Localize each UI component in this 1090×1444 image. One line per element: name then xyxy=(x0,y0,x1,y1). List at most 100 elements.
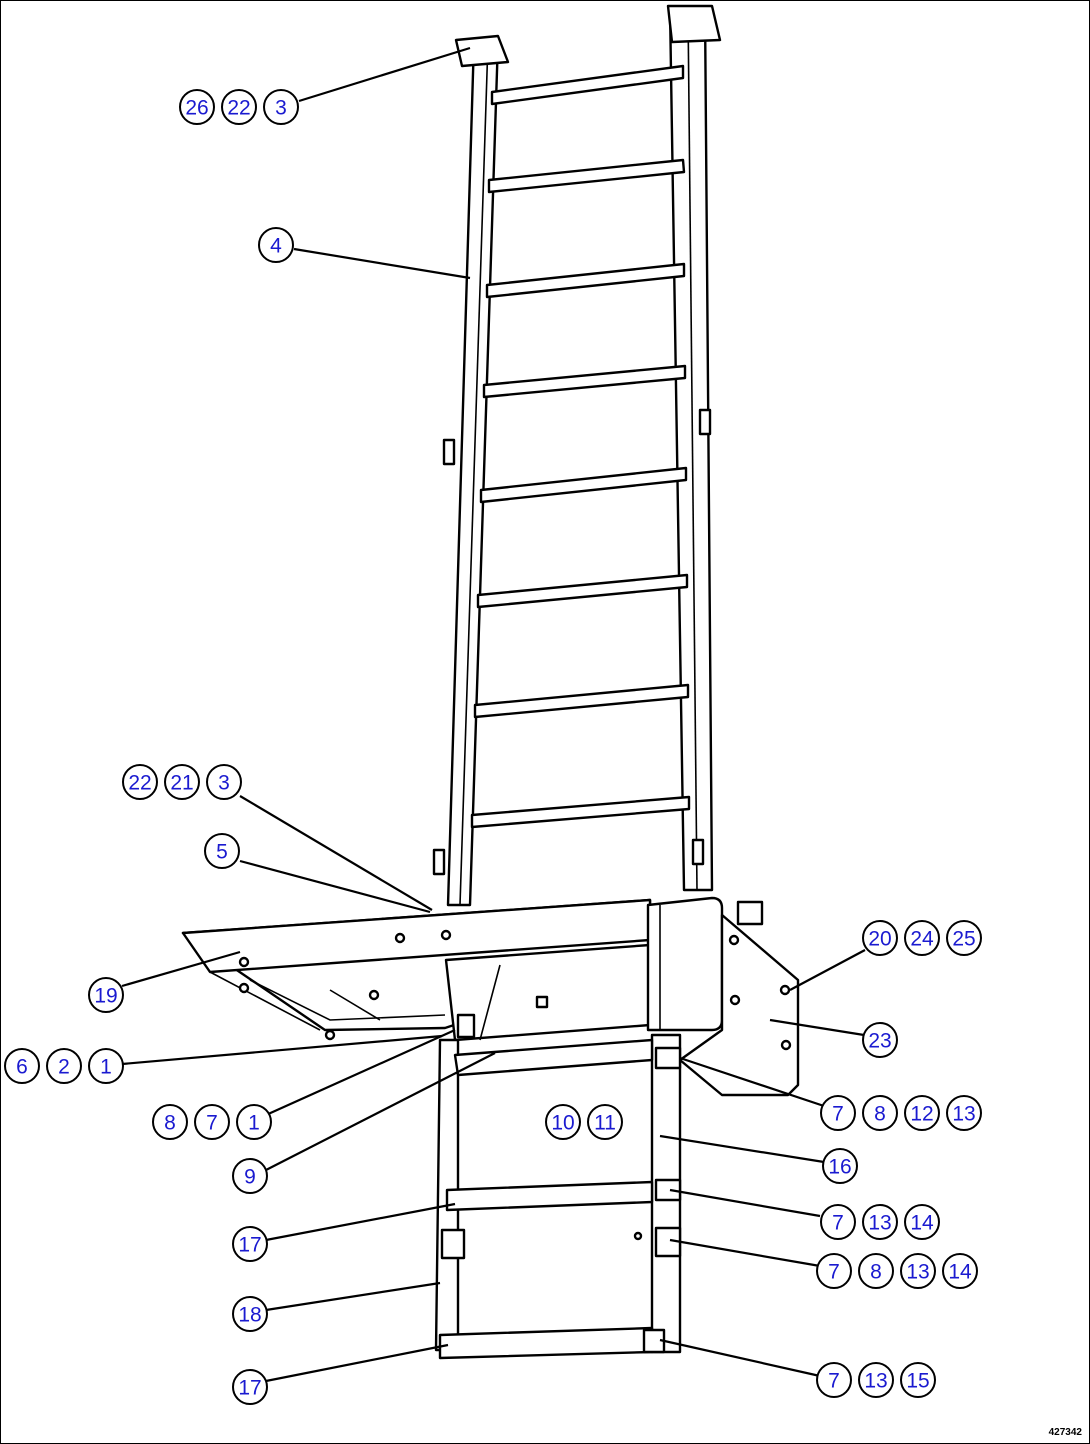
callout-bubble xyxy=(152,1104,188,1140)
callout-number: 23 xyxy=(868,1030,891,1053)
callout-number: 16 xyxy=(828,1156,851,1179)
callout-bubble xyxy=(862,920,898,956)
callout-number: 14 xyxy=(910,1212,934,1235)
callout-number: 17 xyxy=(238,1377,261,1400)
callout-number: 19 xyxy=(94,985,117,1008)
callout-9: 9 xyxy=(232,1158,268,1194)
callout-number: 18 xyxy=(238,1304,261,1327)
callout-number: 7 xyxy=(206,1112,218,1135)
callout-number: 21 xyxy=(170,772,193,795)
callout-7-13-15: 7 13 15 xyxy=(816,1362,936,1398)
callout-number: 9 xyxy=(244,1166,256,1189)
callout-6-2-1: 6 2 1 xyxy=(4,1048,124,1084)
callout-bubble xyxy=(862,1022,898,1058)
callout-number: 24 xyxy=(910,928,934,951)
callout-bubble xyxy=(858,1253,894,1289)
leader-lines xyxy=(121,46,866,1383)
callout-bubble xyxy=(816,1362,852,1398)
callout-bubble xyxy=(820,1204,856,1240)
upper-ladder xyxy=(432,4,722,907)
callout-number: 6 xyxy=(16,1056,28,1079)
callout-bubble xyxy=(204,833,240,869)
callout-number: 7 xyxy=(832,1103,844,1126)
callout-bubble xyxy=(232,1158,268,1194)
callout-bubble xyxy=(46,1048,82,1084)
callout-number: 8 xyxy=(870,1261,882,1284)
callout-bubble xyxy=(900,1253,936,1289)
callout-number: 4 xyxy=(270,235,282,258)
callout-bubble xyxy=(904,920,940,956)
callout-number: 3 xyxy=(275,97,287,120)
callout-20-24-25: 20 24 25 xyxy=(862,920,982,956)
callout-bubble xyxy=(904,1095,940,1131)
callout-bubble xyxy=(236,1104,272,1140)
callout-16: 16 xyxy=(822,1148,858,1184)
callout-bubble xyxy=(816,1253,852,1289)
callout-number: 1 xyxy=(100,1056,112,1079)
callout-number: 2 xyxy=(58,1056,70,1079)
callout-number: 14 xyxy=(948,1261,972,1284)
callout-23: 23 xyxy=(862,1022,898,1058)
callout-number: 12 xyxy=(910,1103,933,1126)
callout-5: 5 xyxy=(204,833,240,869)
callout-bubble xyxy=(88,977,124,1013)
callout-number: 13 xyxy=(906,1261,929,1284)
callout-bubble xyxy=(122,764,158,800)
callout-7-8-12-13: 7 8 12 13 xyxy=(820,1095,982,1131)
callout-number: 13 xyxy=(864,1370,887,1393)
callout-bubble xyxy=(232,1296,268,1332)
callout-7-13-14: 7 13 14 xyxy=(820,1204,940,1240)
callout-bubble xyxy=(232,1226,268,1262)
callout-bubble xyxy=(904,1204,940,1240)
callout-number: 25 xyxy=(952,928,975,951)
callout-number: 3 xyxy=(218,772,230,795)
callout-bubble xyxy=(822,1148,858,1184)
callout-bubble xyxy=(221,89,257,125)
callout-number: 7 xyxy=(832,1212,844,1235)
callout-bubble xyxy=(946,920,982,956)
callout-bubble xyxy=(258,227,294,263)
lower-ladder xyxy=(434,1033,682,1360)
callout-bubble xyxy=(232,1369,268,1405)
callout-number: 8 xyxy=(874,1103,886,1126)
callout-17-lower: 17 xyxy=(232,1369,268,1405)
callout-19: 19 xyxy=(88,977,124,1013)
callout-number: 22 xyxy=(128,772,151,795)
callout-4: 4 xyxy=(258,227,294,263)
callout-number: 22 xyxy=(227,97,250,120)
callout-number: 20 xyxy=(868,928,891,951)
callout-bubble xyxy=(942,1253,978,1289)
ladder-rungs xyxy=(470,64,691,829)
callout-number: 15 xyxy=(906,1370,929,1393)
callout-bubble xyxy=(179,89,215,125)
callout-bubble xyxy=(820,1095,856,1131)
callout-number: 11 xyxy=(594,1112,616,1135)
callout-number: 8 xyxy=(164,1112,176,1135)
callout-bubble xyxy=(862,1095,898,1131)
callout-bubble xyxy=(862,1204,898,1240)
callout-bubble xyxy=(545,1104,581,1140)
callout-7-8-13-14: 7 8 13 14 xyxy=(816,1253,978,1289)
callout-bubble xyxy=(858,1362,894,1398)
callout-number: 10 xyxy=(551,1112,574,1135)
callout-18: 18 xyxy=(232,1296,268,1332)
callout-number: 13 xyxy=(868,1212,891,1235)
callout-number: 13 xyxy=(952,1103,975,1126)
callout-number: 7 xyxy=(828,1370,840,1393)
callout-bubble xyxy=(900,1362,936,1398)
callout-number: 7 xyxy=(828,1261,840,1284)
callout-number: 26 xyxy=(185,97,208,120)
callout-number: 5 xyxy=(216,841,228,864)
callout-bubble xyxy=(206,764,242,800)
callout-bubble xyxy=(946,1095,982,1131)
callout-22-21-3: 22 21 3 xyxy=(122,764,242,800)
drawing-number: 427342 xyxy=(1048,1427,1082,1438)
callout-bubble xyxy=(194,1104,230,1140)
callout-17-upper: 17 xyxy=(232,1226,268,1262)
callout-number: 1 xyxy=(248,1112,260,1135)
callout-bubble xyxy=(88,1048,124,1084)
callout-10-11: 10 11 xyxy=(545,1104,623,1140)
callout-26-22-3: 26 22 3 xyxy=(179,89,299,125)
